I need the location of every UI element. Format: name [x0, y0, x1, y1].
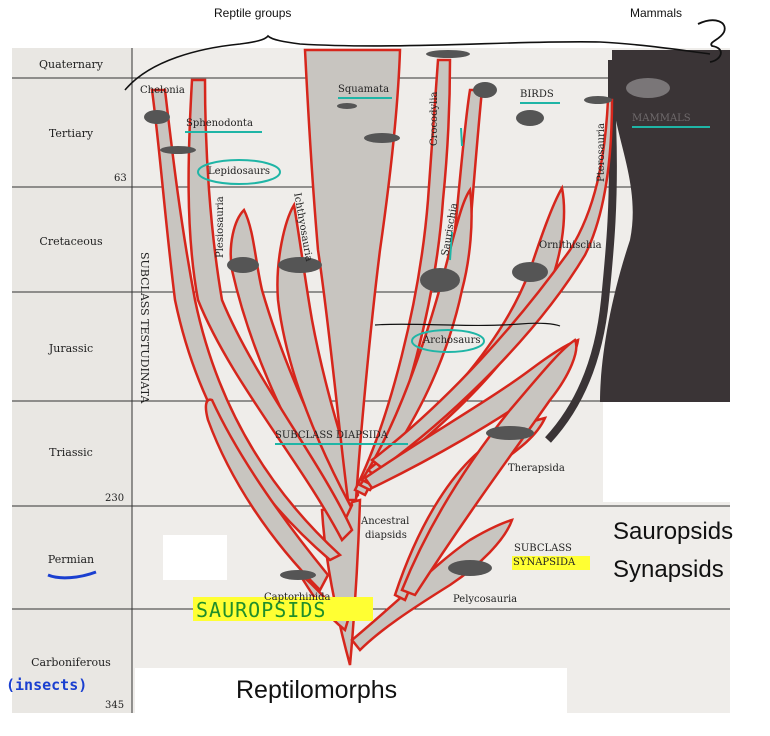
insects-handwritten: (insects) — [6, 676, 87, 694]
subclass-diapsida-label: SUBCLASS DIAPSIDA — [275, 430, 388, 441]
age-63: 63 — [114, 173, 127, 184]
subclass-testudinata-label: SUBCLASS TESTUDINATA — [138, 252, 151, 403]
reptilomorphs-label: Reptilomorphs — [236, 676, 397, 705]
cover-box-small — [163, 535, 227, 580]
lepidosaurs-label: Lepidosaurs — [208, 166, 270, 177]
subclass-synapsida-label-line1: SUBCLASS — [514, 543, 572, 554]
cover-box-right — [603, 402, 770, 502]
reptile-groups-label: Reptile groups — [214, 6, 291, 20]
period-column — [12, 48, 132, 713]
bird-flying-drawing — [473, 82, 497, 98]
sauropsids-label: Sauropsids — [613, 518, 733, 546]
period-triassic: Triassic — [12, 446, 130, 459]
lizard-drawing — [364, 133, 400, 143]
ancestral-diapsids-label-line1: Ancestral — [361, 516, 409, 527]
chelonia-label: Chelonia — [140, 85, 185, 96]
period-tertiary: Tertiary — [12, 127, 130, 140]
crocodile-drawing — [426, 50, 470, 58]
mammals-label: Mammals — [630, 6, 682, 20]
pterosauria-label: Pterosauria — [596, 123, 607, 182]
birds-label: BIRDS — [520, 89, 554, 100]
age-345: 345 — [105, 700, 124, 711]
therapsida-label: Therapsida — [508, 463, 565, 474]
sauropod-drawing — [420, 268, 460, 292]
snake-drawing — [337, 103, 357, 109]
period-carboniferous: Carboniferous — [12, 656, 130, 669]
plesiosauria-label: Plesiosauria — [215, 196, 226, 258]
pelycosauria-label: Pelycosauria — [453, 594, 517, 605]
turtle-drawing — [144, 110, 170, 124]
squamata-label: Squamata — [338, 84, 389, 95]
period-quaternary: Quaternary — [12, 58, 130, 71]
archosaurs-label: Archosaurs — [423, 335, 481, 346]
plesiosaur-drawing — [227, 257, 259, 273]
subclass-synapsida-label-line2: SYNAPSIDA — [513, 557, 575, 568]
mammals-group-label: MAMMALS — [632, 113, 691, 124]
pelycosaur-drawing — [448, 560, 492, 576]
captorhinid-drawing — [280, 570, 316, 580]
sphenodonta-label: Sphenodonta — [186, 118, 253, 129]
age-230: 230 — [105, 493, 124, 504]
ancestral-diapsids-label-line2: diapsids — [365, 530, 407, 541]
period-jurassic: Jurassic — [12, 342, 130, 355]
pterosaur-drawing — [584, 96, 612, 104]
period-cretaceous: Cretaceous — [12, 235, 130, 248]
ichthyosaur-drawing — [278, 257, 322, 273]
ornithischia-label: Ornithischia — [539, 240, 602, 251]
sauropsids-handwritten: SAUROPSIDS — [196, 598, 326, 622]
mammal-drawing — [626, 78, 670, 98]
synapsids-label: Synapsids — [613, 556, 724, 584]
ornithischian-drawing — [512, 262, 548, 282]
bird-standing-drawing — [516, 110, 544, 126]
crocodylia-label: Crocodylia — [429, 92, 440, 146]
therapsid-drawing — [486, 426, 534, 440]
sphenodon-drawing — [160, 146, 196, 154]
period-permian: Permian — [12, 553, 130, 566]
